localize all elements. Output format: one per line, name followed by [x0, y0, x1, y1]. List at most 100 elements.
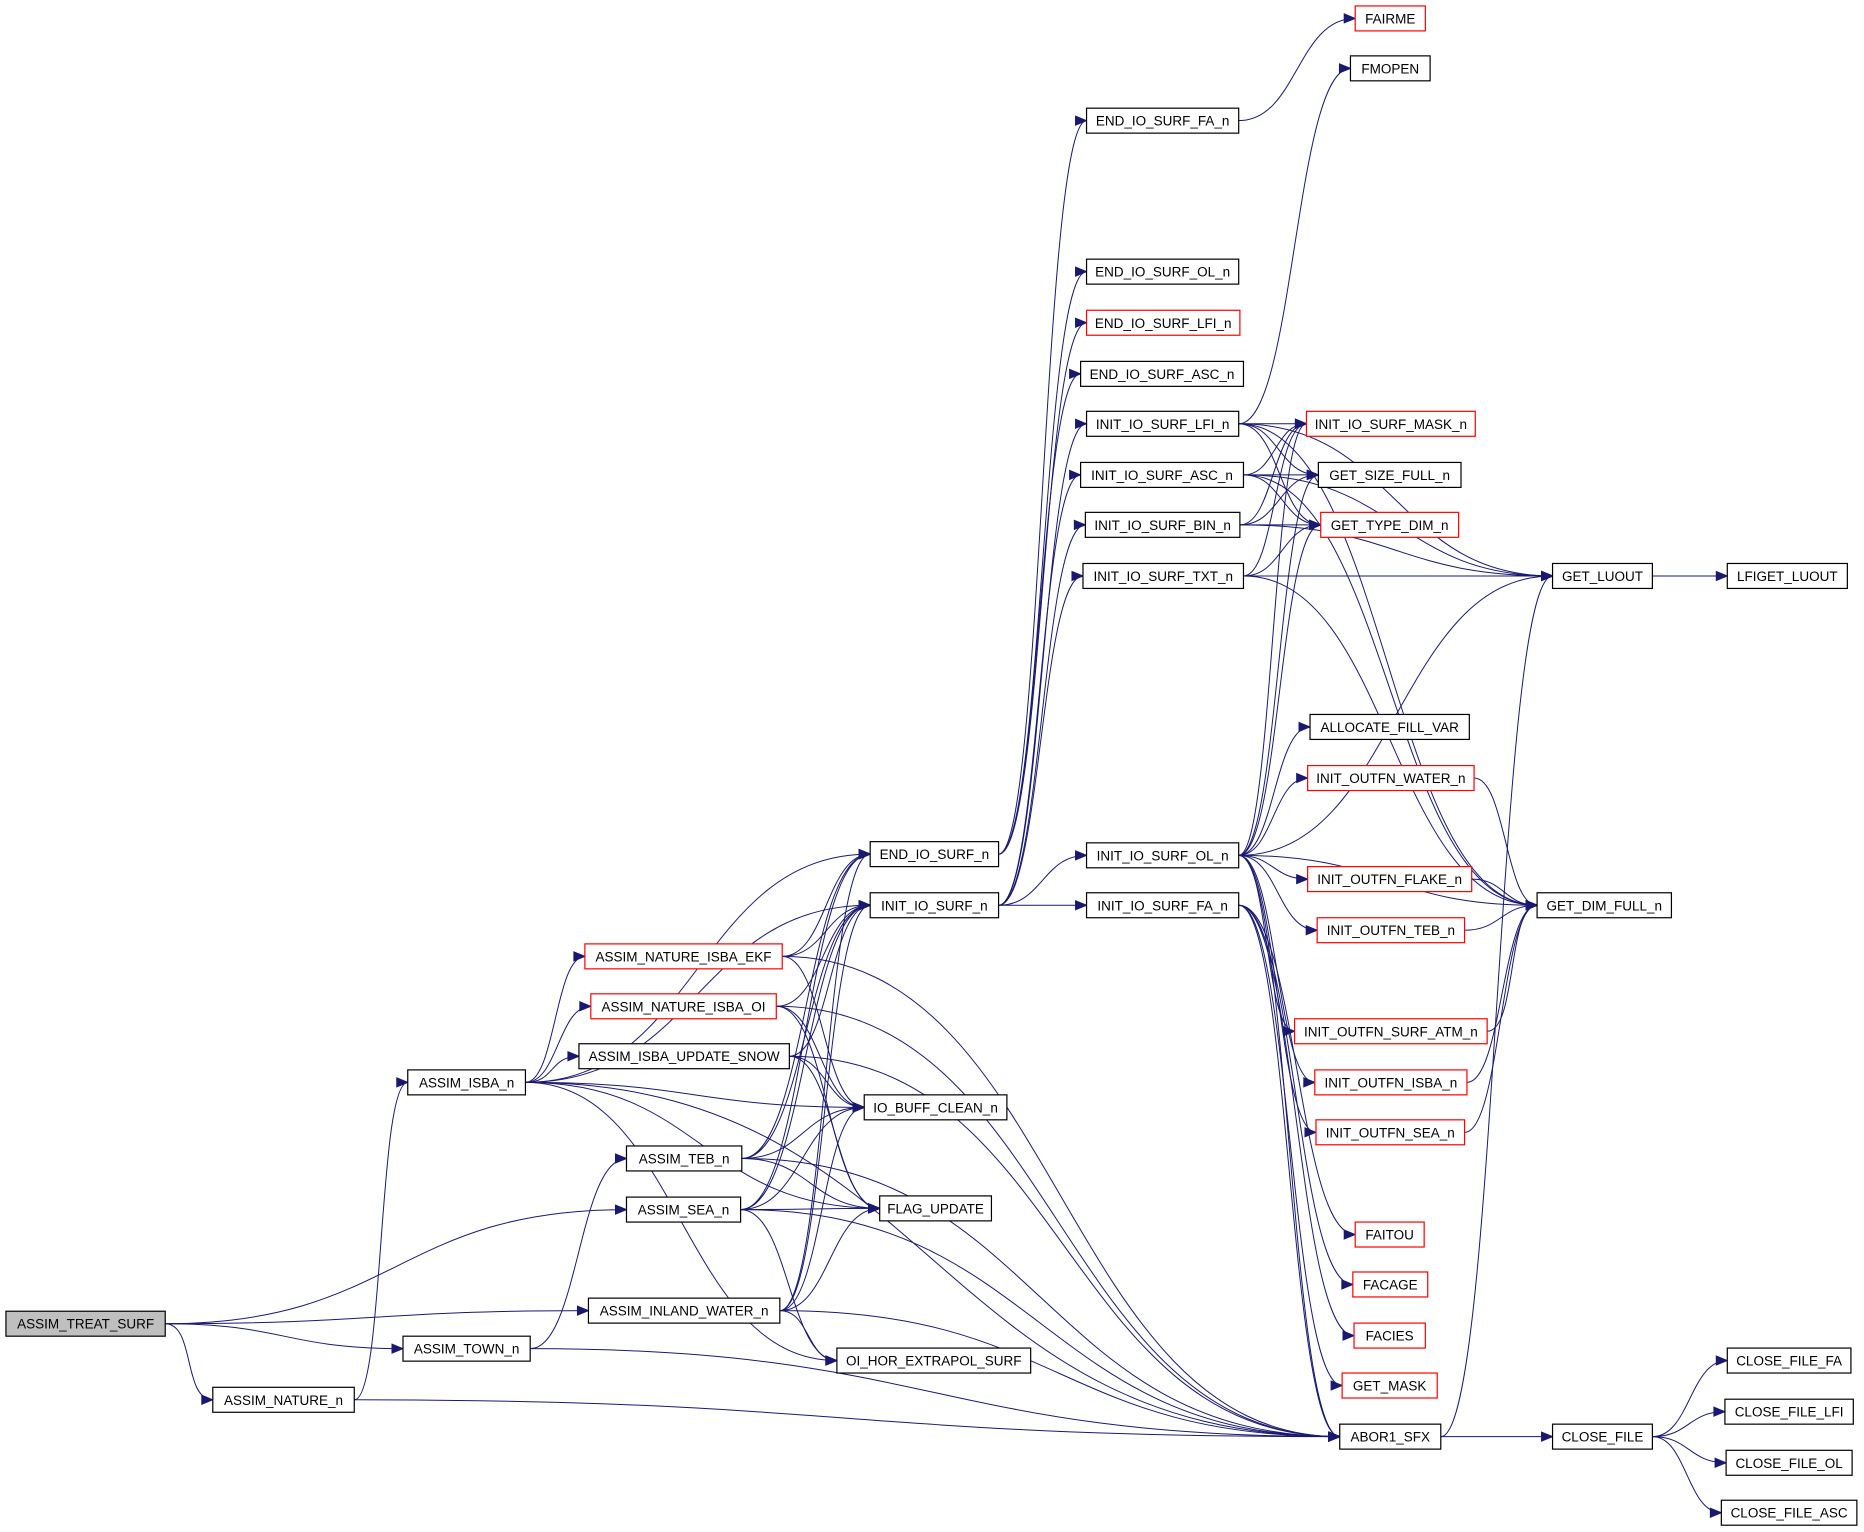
- node-box: [1726, 562, 1848, 590]
- node-init-io-surf-txt-n[interactable]: INIT_IO_SURF_TXT_n: [1082, 562, 1245, 590]
- node-close-file-fa[interactable]: CLOSE_FILE_FA: [1726, 1347, 1852, 1374]
- node-end-io-surf-asc-n[interactable]: END_IO_SURF_ASC_n: [1079, 360, 1245, 387]
- edge-init-io-surf-fa-n-to-abor1-sfx: [1238, 904, 1342, 1442]
- edge-assim-isba-n-to-assim-nature-isba-oi: [525, 1001, 593, 1083]
- node-flag-update[interactable]: FLAG_UPDATE: [879, 1195, 993, 1222]
- edge-init-io-surf-ol-n-to-init-outfn-water-n: [1238, 772, 1309, 856]
- node-assim-town-n[interactable]: ASSIM_TOWN_n: [402, 1335, 531, 1362]
- node-label: LFIGET_LUOUT: [1737, 569, 1838, 584]
- node-init-io-surf-fa-n[interactable]: INIT_IO_SURF_FA_n: [1085, 892, 1240, 919]
- node-box: [1316, 917, 1466, 944]
- arrowhead: [1713, 1406, 1727, 1417]
- arrowhead: [1075, 418, 1088, 430]
- node-init-io-surf-mask-n[interactable]: INIT_IO_SURF_MASK_n: [1305, 410, 1476, 437]
- edge-line: [1238, 854, 1340, 1438]
- node-get-luout[interactable]: GET_LUOUT: [1551, 562, 1653, 590]
- edge-init-io-surf-ol-n-to-init-outfn-teb-n: [1238, 854, 1319, 936]
- node-box: [625, 1145, 743, 1172]
- node-assim-isba-update-snow[interactable]: ASSIM_ISBA_UPDATE_SNOW: [578, 1043, 790, 1070]
- arrowhead: [1341, 1279, 1355, 1290]
- arrowhead: [858, 900, 872, 911]
- node-label: ASSIM_NATURE_ISBA_OI: [602, 999, 766, 1014]
- arrowhead: [1304, 1127, 1318, 1138]
- node-end-io-surf-fa-n[interactable]: END_IO_SURF_FA_n: [1085, 107, 1240, 134]
- node-abor1-sfx[interactable]: ABOR1_SFX: [1339, 1423, 1442, 1450]
- arrowhead: [573, 951, 587, 962]
- node-box: [1082, 562, 1245, 590]
- edge-assim-sea-n-to-io-buff-clean-n: [740, 1102, 866, 1211]
- node-box: [1354, 1221, 1425, 1248]
- node-label: INIT_IO_SURF_FA_n: [1097, 898, 1228, 913]
- arrowhead: [391, 1343, 405, 1354]
- node-assim-nature-n[interactable]: ASSIM_NATURE_n: [212, 1386, 355, 1413]
- arrowhead: [1715, 1355, 1729, 1366]
- node-init-outfn-isba-n[interactable]: INIT_OUTFN_ISBA_n: [1314, 1069, 1468, 1096]
- edge-line: [1238, 904, 1340, 1438]
- node-init-io-surf-ol-n[interactable]: INIT_IO_SURF_OL_n: [1085, 842, 1240, 869]
- edge-close-file-to-close-file-asc: [1652, 1436, 1723, 1518]
- node-close-file-asc[interactable]: CLOSE_FILE_ASC: [1720, 1499, 1858, 1526]
- node-end-io-surf-n[interactable]: END_IO_SURF_n: [869, 841, 1000, 868]
- node-assim-nature-isba-oi[interactable]: ASSIM_NATURE_ISBA_OI: [590, 993, 777, 1020]
- node-io-buff-clean-n[interactable]: IO_BUFF_CLEAN_n: [863, 1094, 1008, 1121]
- edge-line: [1243, 575, 1538, 906]
- edge-init-outfn-surf-atm-n-to-get-dim-full-n: [1487, 900, 1539, 1032]
- node-allocate-fill-var[interactable]: ALLOCATE_FILL_VAR: [1309, 713, 1470, 741]
- node-init-outfn-surf-atm-n[interactable]: INIT_OUTFN_SURF_ATM_n: [1293, 1018, 1488, 1045]
- edge-assim-sea-n-to-oi-hor-extrapol-surf: [740, 1209, 839, 1366]
- edge-init-io-surf-fa-n-to-facies: [1238, 904, 1356, 1341]
- node-get-dim-full-n[interactable]: GET_DIM_FULL_n: [1536, 892, 1673, 919]
- node-assim-treat-surf[interactable]: ASSIM_TREAT_SURF: [5, 1310, 166, 1337]
- node-get-type-dim-n[interactable]: GET_TYPE_DIM_n: [1320, 511, 1460, 538]
- edge-line: [998, 373, 1081, 855]
- node-label: FAITOU: [1365, 1228, 1414, 1243]
- edge-init-io-surf-ol-n-to-get-type-dim-n: [1238, 519, 1323, 856]
- node-init-outfn-sea-n[interactable]: INIT_OUTFN_SEA_n: [1315, 1119, 1466, 1146]
- node-end-io-surf-lfi-n[interactable]: END_IO_SURF_LFI_n: [1085, 309, 1241, 336]
- edge-line: [1474, 777, 1538, 906]
- edge-line: [1464, 904, 1538, 1133]
- node-lfiget-luout[interactable]: LFIGET_LUOUT: [1726, 562, 1848, 590]
- node-label: GET_LUOUT: [1562, 569, 1643, 584]
- node-init-outfn-flake-n[interactable]: INIT_OUTFN_FLAKE_n: [1307, 866, 1473, 893]
- node-box: [1354, 5, 1426, 32]
- arrowhead: [1330, 1380, 1344, 1391]
- edge-line: [998, 271, 1087, 855]
- node-close-file-ol[interactable]: CLOSE_FILE_OL: [1725, 1449, 1853, 1476]
- node-assim-isba-n[interactable]: ASSIM_ISBA_n: [407, 1069, 527, 1096]
- node-init-io-surf-bin-n[interactable]: INIT_IO_SURF_BIN_n: [1084, 511, 1241, 538]
- arrowhead: [1343, 13, 1357, 24]
- node-close-file-lfi[interactable]: CLOSE_FILE_LFI: [1724, 1398, 1854, 1425]
- edge-assim-teb-n-to-abor1-sfx: [741, 1157, 1342, 1442]
- node-facage[interactable]: FACAGE: [1352, 1271, 1429, 1298]
- edge-abor1-sfx-to-get-luout: [1440, 570, 1554, 1438]
- arrowhead: [201, 1394, 215, 1406]
- edge-line: [1238, 904, 1353, 1285]
- node-close-file[interactable]: CLOSE_FILE: [1551, 1423, 1653, 1450]
- node-fairme[interactable]: FAIRME: [1354, 5, 1426, 32]
- node-assim-sea-n[interactable]: ASSIM_SEA_n: [625, 1196, 742, 1223]
- node-fmopen[interactable]: FMOPEN: [1349, 55, 1431, 82]
- node-oi-hor-extrapol-surf[interactable]: OI_HOR_EXTRAPOL_SURF: [836, 1347, 1032, 1374]
- edge-line: [165, 1209, 627, 1325]
- arrowhead: [1296, 772, 1309, 784]
- node-assim-teb-n[interactable]: ASSIM_TEB_n: [625, 1145, 743, 1172]
- node-assim-inland-water-n[interactable]: ASSIM_INLAND_WATER_n: [587, 1297, 781, 1324]
- node-facies[interactable]: FACIES: [1353, 1322, 1426, 1349]
- edge-line: [1238, 423, 1553, 577]
- node-assim-nature-isba-ekf[interactable]: ASSIM_NATURE_ISBA_EKF: [584, 943, 783, 970]
- node-init-outfn-teb-n[interactable]: INIT_OUTFN_TEB_n: [1316, 917, 1466, 944]
- node-init-io-surf-lfi-n[interactable]: INIT_IO_SURF_LFI_n: [1085, 410, 1240, 437]
- node-get-size-full-n[interactable]: GET_SIZE_FULL_n: [1317, 461, 1462, 488]
- node-end-io-surf-ol-n[interactable]: END_IO_SURF_OL_n: [1085, 258, 1240, 285]
- edge-line: [779, 1310, 1340, 1438]
- edge-init-io-surf-n-to-init-io-surf-fa-n: [998, 900, 1088, 911]
- node-init-io-surf-n[interactable]: INIT_IO_SURF_n: [869, 892, 1000, 919]
- edge-line: [741, 1106, 865, 1159]
- edge-line: [741, 853, 871, 1159]
- node-init-outfn-water-n[interactable]: INIT_OUTFN_WATER_n: [1307, 764, 1475, 792]
- node-faitou[interactable]: FAITOU: [1354, 1221, 1425, 1248]
- node-get-mask[interactable]: GET_MASK: [1341, 1372, 1438, 1399]
- edge-end-io-surf-fa-n-to-fairme: [1238, 13, 1357, 122]
- node-init-io-surf-asc-n[interactable]: INIT_IO_SURF_ASC_n: [1079, 461, 1245, 488]
